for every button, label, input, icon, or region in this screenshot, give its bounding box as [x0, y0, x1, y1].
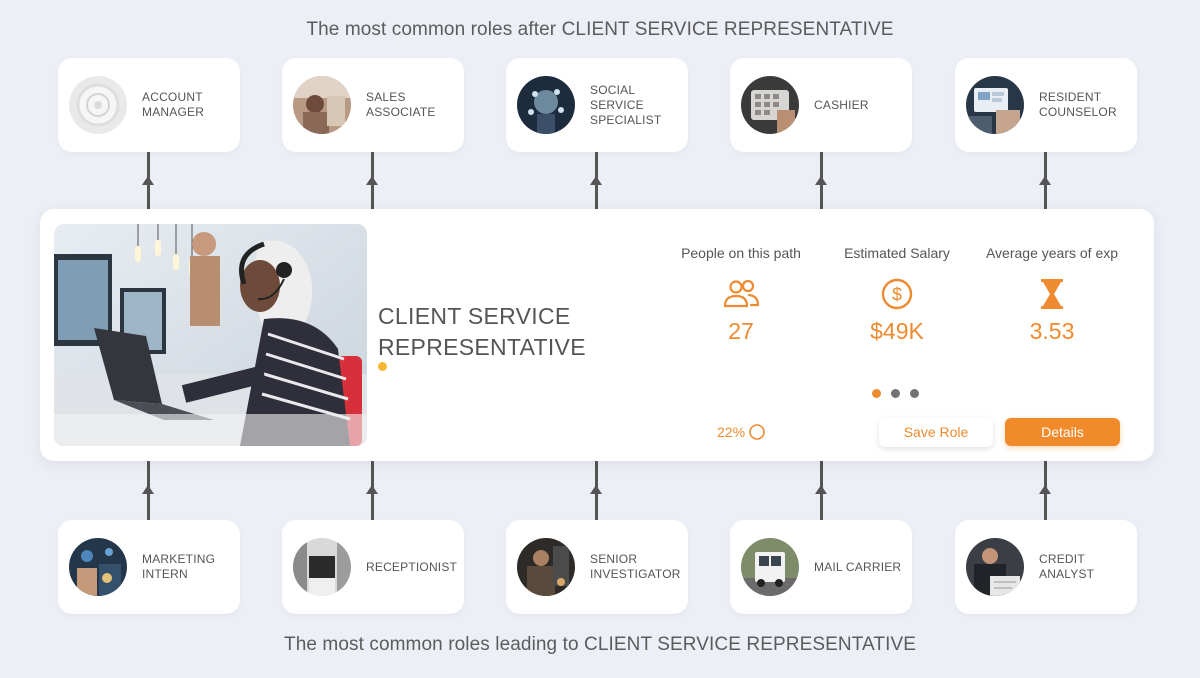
- next-role-card-social-service-specialist[interactable]: SOCIAL SERVICE SPECIALIST: [506, 58, 688, 152]
- estimated-salary-stat: Estimated Salary $ $49K: [817, 243, 977, 345]
- carousel-dot-active[interactable]: [872, 389, 881, 398]
- arrow-up-icon: [1039, 485, 1051, 494]
- next-roles-heading: The most common roles after CLIENT SERVI…: [306, 19, 894, 40]
- dollar-circle-icon: $: [817, 275, 977, 313]
- role-label: SENIOR INVESTIGATOR: [590, 552, 681, 581]
- connector-line: [1039, 461, 1051, 520]
- arrow-up-icon: [1039, 176, 1051, 185]
- people-icon: [661, 275, 821, 313]
- stat-value: $49K: [870, 318, 924, 344]
- connector-line: [590, 461, 602, 520]
- previous-role-card-mail-carrier[interactable]: MAIL CARRIER: [730, 520, 912, 614]
- arrow-up-icon: [142, 176, 154, 185]
- progress-ring-icon: [749, 424, 765, 440]
- role-label: MARKETING INTERN: [142, 552, 216, 581]
- connector-line: [366, 152, 378, 209]
- stat-value: 27: [728, 318, 754, 344]
- role-thumbnail: [966, 76, 1024, 134]
- stat-label: Average years of exp: [985, 245, 1119, 261]
- save-role-button[interactable]: Save Role: [879, 417, 993, 447]
- role-hero-photo: [54, 224, 367, 446]
- connector-line: [142, 461, 154, 520]
- previous-roles-heading: The most common roles leading to CLIENT …: [283, 634, 916, 655]
- next-role-card-sales-associate[interactable]: SALES ASSOCIATE: [282, 58, 464, 152]
- connector-line: [815, 461, 827, 520]
- title-indicator-dot: [378, 362, 387, 371]
- previous-role-card-marketing-intern[interactable]: MARKETING INTERN: [58, 520, 240, 614]
- role-label: SALES ASSOCIATE: [366, 90, 436, 119]
- connector-line: [366, 461, 378, 520]
- stat-label: Estimated Salary: [844, 245, 950, 261]
- role-thumbnail: [69, 538, 127, 596]
- previous-role-card-credit-analyst[interactable]: CREDIT ANALYST: [955, 520, 1137, 614]
- role-label: MAIL CARRIER: [814, 559, 902, 574]
- arrow-up-icon: [815, 176, 827, 185]
- role-thumbnail: [293, 76, 351, 134]
- role-thumbnail: [741, 76, 799, 134]
- connector-line: [590, 152, 602, 209]
- role-thumbnail: [69, 76, 127, 134]
- connector-line: [815, 152, 827, 209]
- connector-line: [1039, 152, 1051, 209]
- svg-text:$: $: [892, 285, 902, 305]
- average-years-stat: Average years of exp 3.53: [972, 243, 1132, 345]
- role-thumbnail: [966, 538, 1024, 596]
- role-label: RECEPTIONIST: [366, 559, 458, 574]
- next-role-card-account-manager[interactable]: ACCOUNT MANAGER: [58, 58, 240, 152]
- carousel-dot[interactable]: [910, 389, 919, 398]
- role-thumbnail: [741, 538, 799, 596]
- previous-role-card-receptionist[interactable]: RECEPTIONIST: [282, 520, 464, 614]
- role-thumbnail: [293, 538, 351, 596]
- current-role-card: CLIENT SERVICE REPRESENTATIVE People on …: [40, 209, 1154, 461]
- next-role-card-resident-counselor[interactable]: RESIDENT COUNSELOR: [955, 58, 1137, 152]
- match-percentage: 22%: [717, 423, 766, 441]
- next-role-card-cashier[interactable]: CASHIER: [730, 58, 912, 152]
- arrow-up-icon: [366, 485, 378, 494]
- details-button[interactable]: Details: [1005, 418, 1120, 446]
- role-label: CREDIT ANALYST: [1039, 552, 1095, 581]
- stat-value: 3.53: [1029, 318, 1075, 344]
- match-percentage-value: 22%: [717, 424, 746, 440]
- stat-label: People on this path: [681, 245, 801, 261]
- people-on-path-stat: People on this path 27: [661, 243, 821, 345]
- role-thumbnail: [517, 76, 575, 134]
- role-thumbnail: [517, 538, 575, 596]
- role-label: RESIDENT COUNSELOR: [1039, 90, 1117, 119]
- role-label: CASHIER: [814, 97, 869, 112]
- role-label: SOCIAL SERVICE SPECIALIST: [590, 82, 662, 127]
- role-label: ACCOUNT MANAGER: [142, 90, 205, 119]
- arrow-up-icon: [590, 485, 602, 494]
- connector-line: [142, 152, 154, 209]
- previous-role-card-senior-investigator[interactable]: SENIOR INVESTIGATOR: [506, 520, 688, 614]
- arrow-up-icon: [366, 176, 378, 185]
- carousel-dot[interactable]: [891, 389, 900, 398]
- current-role-title: CLIENT SERVICE REPRESENTATIVE: [378, 303, 586, 360]
- arrow-up-icon: [142, 485, 154, 494]
- hourglass-icon: [972, 275, 1132, 313]
- arrow-up-icon: [590, 176, 602, 185]
- arrow-up-icon: [815, 485, 827, 494]
